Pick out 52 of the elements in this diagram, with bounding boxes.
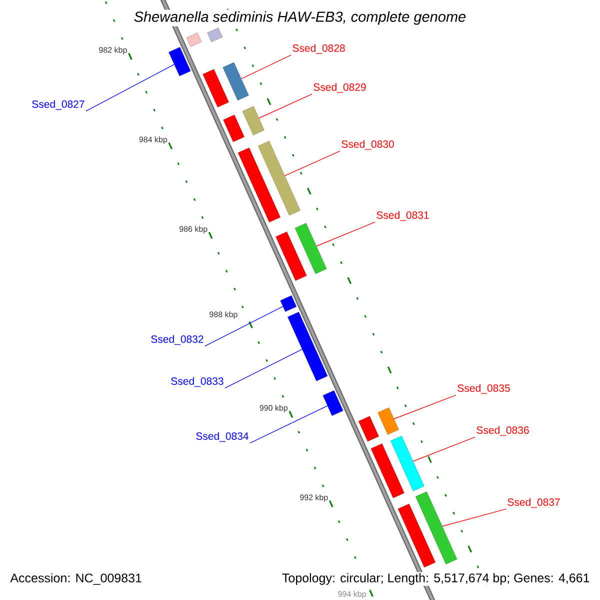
scale-label: 982 kbp bbox=[98, 46, 128, 56]
leader-line bbox=[86, 64, 175, 112]
leader-line bbox=[224, 348, 302, 388]
gene-bar bbox=[294, 223, 327, 274]
gene-label: Ssed_0829 bbox=[314, 83, 366, 93]
info-text: Topology: circular; Length: 5,517,674 bp; Genes: 4,661 bbox=[280, 572, 591, 586]
gene-bar bbox=[358, 416, 379, 442]
gene-bar bbox=[223, 114, 244, 142]
gene-label: Ssed_0827 bbox=[32, 100, 84, 110]
gene-bar bbox=[280, 295, 297, 312]
leader-line bbox=[412, 436, 476, 462]
gene-bar bbox=[415, 492, 458, 564]
info-text: Accession: NC_009831 bbox=[9, 572, 143, 586]
gene-bar bbox=[276, 232, 307, 281]
leader-line bbox=[316, 222, 376, 246]
gene-bar bbox=[370, 444, 404, 498]
gene-bar bbox=[222, 62, 249, 100]
gene-label: Ssed_0828 bbox=[292, 44, 345, 54]
leader-line bbox=[204, 306, 284, 346]
gene-label: Ssed_0837 bbox=[508, 498, 560, 508]
scale-label: 992 kbp bbox=[298, 494, 329, 503]
leader-line bbox=[241, 54, 292, 80]
gene-bar bbox=[322, 390, 344, 416]
scale-label: 994 kbp bbox=[337, 590, 368, 600]
gene-bar bbox=[390, 436, 424, 492]
gene-bar bbox=[288, 312, 328, 382]
scale-label: 988 kbp bbox=[208, 310, 238, 320]
gene-bar bbox=[168, 47, 191, 76]
gene-label: Ssed_0832 bbox=[151, 335, 204, 345]
leader-line bbox=[394, 394, 456, 420]
gene-bar bbox=[207, 28, 223, 42]
scale-label: 984 kbp bbox=[138, 136, 168, 145]
gene-label: Ssed_0836 bbox=[476, 426, 529, 436]
gene-bar bbox=[378, 408, 399, 435]
gene-bar bbox=[238, 148, 280, 222]
gene-bar bbox=[202, 69, 229, 108]
gene-label: Ssed_0835 bbox=[458, 384, 510, 394]
scale-label: 990 kbp bbox=[258, 404, 289, 414]
title: Shewanella sediminis HAW-EB3, complete genome bbox=[132, 10, 468, 26]
gene-label: Ssed_0834 bbox=[196, 432, 248, 442]
gene-bar bbox=[398, 504, 436, 568]
gene-bar bbox=[186, 32, 202, 48]
gene-label: Ssed_0831 bbox=[376, 211, 429, 221]
scale-label: 986 kbp bbox=[178, 225, 208, 234]
leader-line bbox=[284, 150, 340, 176]
gene-label: Ssed_0830 bbox=[342, 140, 394, 150]
gene-bar bbox=[258, 140, 300, 216]
gene-bar bbox=[242, 106, 264, 136]
leader-line bbox=[258, 94, 312, 118]
leader-line bbox=[442, 508, 506, 527]
gene-label: Ssed_0833 bbox=[171, 377, 224, 387]
leader-line bbox=[250, 405, 328, 444]
